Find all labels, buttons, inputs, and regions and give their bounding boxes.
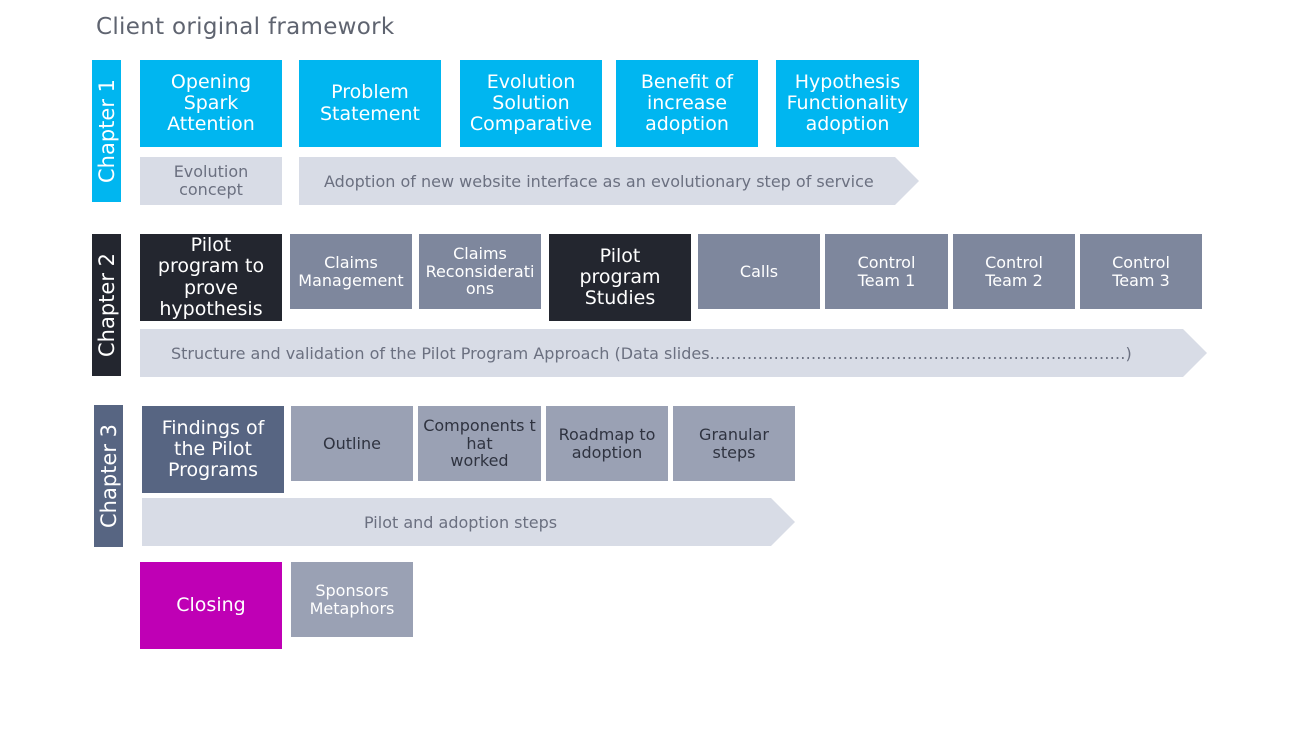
- chapter-3-label: Chapter 3: [96, 424, 121, 528]
- control-team-3-box: Control Team 3: [1080, 234, 1202, 309]
- control-team-1-box: Control Team 1: [825, 234, 948, 309]
- chapter-2-tab: Chapter 2: [92, 234, 121, 376]
- hypothesis-functionality-adoption-box: Hypothesis Functionality adoption: [776, 60, 919, 147]
- claims-reconsiderations-box: Claims Reconsiderations: [419, 234, 541, 309]
- chapter-1-arrow: Adoption of new website interface as an …: [299, 157, 919, 205]
- chapter-2-arrow-label: Structure and validation of the Pilot Pr…: [171, 343, 1132, 363]
- components-that-worked-box: Components that worked: [418, 406, 541, 481]
- problem-statement-box: Problem Statement: [299, 60, 441, 147]
- evolution-concept-box: Evolution concept: [140, 157, 282, 205]
- pilot-program-hypothesis-box: Pilot program to prove hypothesis: [140, 234, 282, 321]
- chapter-1-tab: Chapter 1: [92, 60, 121, 202]
- opening-spark-attention-box: Opening Spark Attention: [140, 60, 282, 147]
- chapter-2-arrow: Structure and validation of the Pilot Pr…: [140, 329, 1207, 377]
- chapter-3-arrow-label: Pilot and adoption steps: [364, 512, 558, 532]
- evolution-solution-comparative-box: Evolution Solution Comparative: [460, 60, 602, 147]
- sponsors-metaphors-box: Sponsors Metaphors: [291, 562, 413, 637]
- chapter-3-tab: Chapter 3: [94, 405, 123, 547]
- pilot-program-studies-box: Pilot program Studies: [549, 234, 691, 321]
- page-title: Client original framework: [96, 14, 395, 40]
- findings-of-pilot-programs-box: Findings of the Pilot Programs: [142, 406, 284, 493]
- roadmap-to-adoption-box: Roadmap to adoption: [546, 406, 668, 481]
- chapter-3-arrow: Pilot and adoption steps: [142, 498, 795, 546]
- granular-steps-box: Granular steps: [673, 406, 795, 481]
- claims-management-box: Claims Management: [290, 234, 412, 309]
- chapter-2-label: Chapter 2: [94, 253, 119, 357]
- outline-box: Outline: [291, 406, 413, 481]
- benefit-of-increase-adoption-box: Benefit of increase adoption: [616, 60, 758, 147]
- control-team-2-box: Control Team 2: [953, 234, 1075, 309]
- chapter-1-label: Chapter 1: [94, 79, 119, 183]
- chapter-1-arrow-label: Adoption of new website interface as an …: [324, 171, 874, 191]
- calls-box: Calls: [698, 234, 820, 309]
- closing-box: Closing: [140, 562, 282, 649]
